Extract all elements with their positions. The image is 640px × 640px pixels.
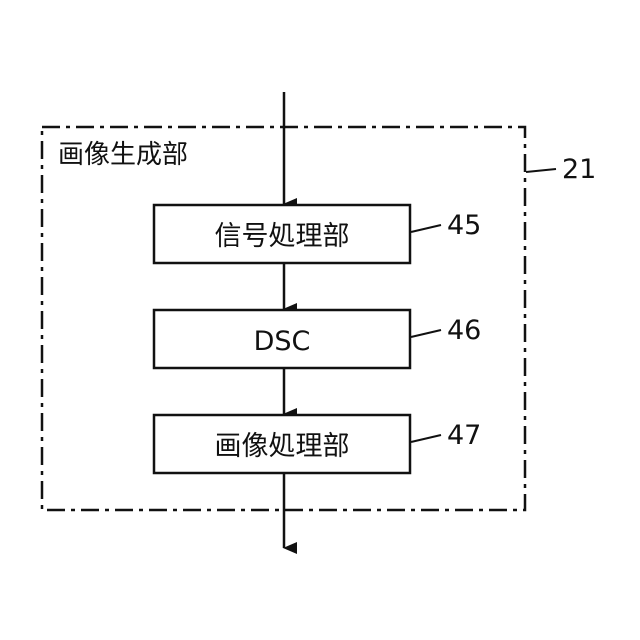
ref-46-leader bbox=[411, 330, 441, 337]
ref-45-leader bbox=[411, 225, 441, 232]
ref-47-number: 47 bbox=[447, 420, 481, 451]
ref-47-leader bbox=[411, 435, 441, 442]
group-ref-leader bbox=[526, 169, 556, 172]
group-ref-number: 21 bbox=[562, 154, 596, 185]
signal-processing-label: 信号処理部 bbox=[215, 221, 350, 252]
dsc-block: DSC bbox=[154, 310, 410, 368]
dsc-label: DSC bbox=[254, 326, 311, 357]
signal-processing-block: 信号処理部 bbox=[154, 205, 410, 263]
group-label: 画像生成部 bbox=[58, 140, 188, 170]
ref-46-number: 46 bbox=[447, 315, 481, 346]
ref-45-number: 45 bbox=[447, 210, 481, 241]
image-processing-block: 画像処理部 bbox=[154, 415, 410, 473]
image-processing-label: 画像処理部 bbox=[215, 431, 350, 462]
